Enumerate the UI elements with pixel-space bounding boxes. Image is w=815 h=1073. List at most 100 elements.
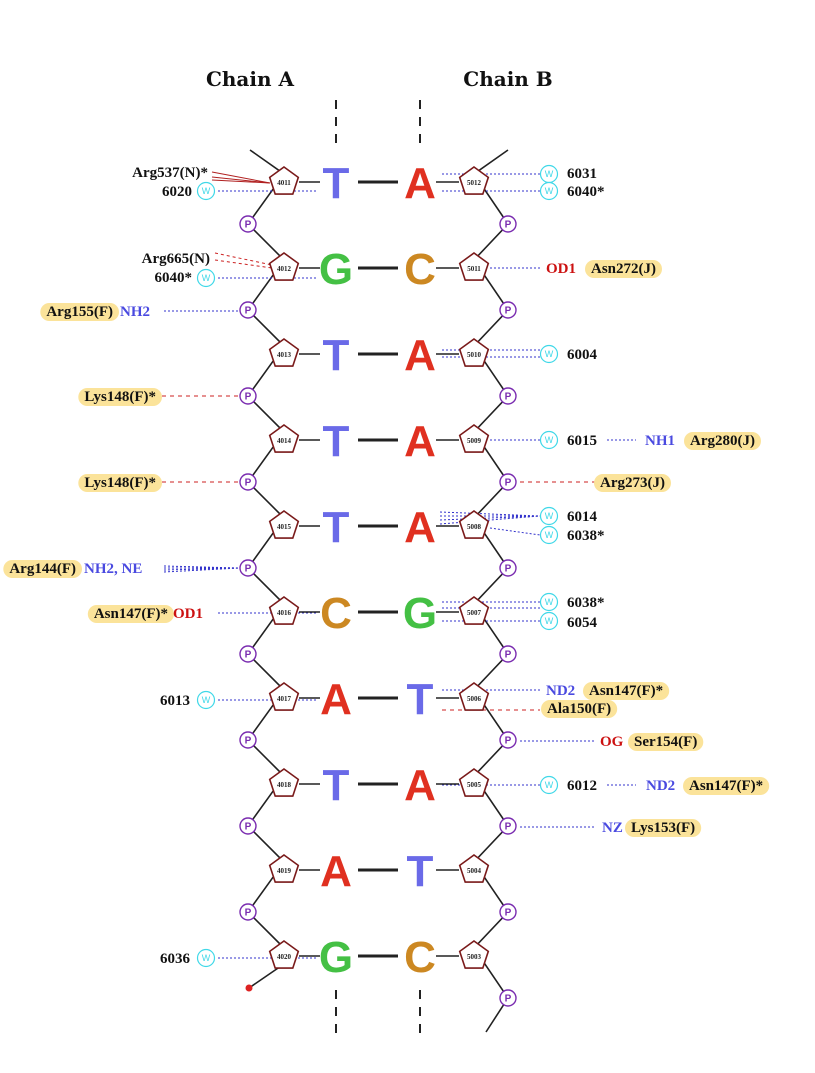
label-w6040b: 6040* xyxy=(567,184,605,200)
label-w6014: 6014 xyxy=(567,509,598,525)
phosphate-a-1 xyxy=(239,215,257,233)
phosphate-a-3-label: P xyxy=(245,392,252,403)
sugar-b-5012 xyxy=(458,166,490,195)
label-asn147b: Asn147(F)* xyxy=(589,683,663,699)
residue-highlight-lys148a xyxy=(78,388,162,406)
water-6040-b-label: W xyxy=(545,186,554,196)
base-a-T: T xyxy=(323,503,350,552)
sugar-b-number: 5006 xyxy=(467,695,482,703)
phosphate-b-2 xyxy=(499,301,517,319)
residue-highlight-arg155 xyxy=(40,303,119,321)
chain-b-backbone xyxy=(472,149,510,1033)
sugar-a-number: 4011 xyxy=(277,179,291,187)
phosphate-a-5-label: P xyxy=(245,564,252,575)
sugar-b-5003 xyxy=(458,940,490,969)
hbond-line-6014 xyxy=(439,511,541,517)
phosphate-a-9 xyxy=(239,903,257,921)
label-nh2: NH2 xyxy=(120,304,150,320)
phosphate-a-8 xyxy=(239,817,257,835)
base-b-T: T xyxy=(407,847,434,896)
water-6004 xyxy=(539,344,559,364)
residue-highlight-asn147a xyxy=(87,605,174,623)
sugar-a-number: 4013 xyxy=(277,351,292,359)
label-nd2a: ND2 xyxy=(546,683,575,699)
phosphate-a-7-label: P xyxy=(245,736,252,747)
water-6036-label: W xyxy=(202,953,211,963)
residue-highlight-asn272 xyxy=(585,260,662,278)
sugar-a-4014 xyxy=(268,424,300,453)
phosphate-a-1-label: P xyxy=(245,220,252,231)
label-w6020: 6020 xyxy=(162,184,192,200)
contact-line-arg665-b xyxy=(214,259,273,269)
label-w6012: 6012 xyxy=(567,778,597,794)
residue-highlight-lys148b xyxy=(78,474,162,492)
water-6012 xyxy=(539,775,559,795)
sugar-a-number: 4012 xyxy=(277,265,292,273)
hbond-line-6014 xyxy=(439,515,541,521)
sugar-a-4011 xyxy=(268,166,300,195)
label-arg280: Arg280(J) xyxy=(690,433,755,449)
sugar-a-number: 4014 xyxy=(277,437,292,445)
hbond-line-arg144 xyxy=(163,567,241,571)
label-ser154: Ser154(F) xyxy=(634,734,697,750)
base-a-T: T xyxy=(323,417,350,466)
base-a-C: C xyxy=(320,589,352,638)
water-6004-label: W xyxy=(545,349,554,359)
water-6040-b xyxy=(539,181,559,201)
phosphate-b-7-label: P xyxy=(505,736,512,747)
label-arg273: Arg273(J) xyxy=(600,475,665,491)
residue-highlight-arg144 xyxy=(3,560,82,578)
hbond-line-arg144 xyxy=(163,565,241,569)
sugar-b-5010 xyxy=(458,338,490,367)
water-6013 xyxy=(196,690,216,710)
label-arg144: Arg144(F) xyxy=(9,561,76,577)
label-arg537: Arg537(N)* xyxy=(132,165,208,181)
phosphate-b-3-label: P xyxy=(505,392,512,403)
phosphate-a-3 xyxy=(239,387,257,405)
label-ala150: Ala150(F) xyxy=(547,701,611,717)
sugar-b-number: 5010 xyxy=(467,351,482,359)
backbone-layer xyxy=(246,100,510,1040)
base-a-T: T xyxy=(323,761,350,810)
label-od1b: OD1 xyxy=(546,261,576,277)
sugar-b-5006 xyxy=(458,682,490,711)
water-6038-a xyxy=(539,525,559,545)
phosphate-a-8-label: P xyxy=(245,822,252,833)
base-b-C: C xyxy=(404,245,436,294)
residue-highlight-asn147c xyxy=(683,777,770,795)
base-a-A: A xyxy=(320,847,352,896)
residue-highlight-ala150 xyxy=(541,700,618,718)
phosphate-b-5 xyxy=(499,559,517,577)
residue-highlight-asn147b xyxy=(583,682,670,700)
label-arg665: Arg665(N) xyxy=(142,251,210,267)
hbond-line-6038-a xyxy=(489,527,541,536)
phosphate-b-1-label: P xyxy=(505,220,512,231)
label-w6031: 6031 xyxy=(567,166,597,182)
label-lys148a: Lys148(F)* xyxy=(84,389,156,405)
sugar-a-4012 xyxy=(268,252,300,281)
phosphate-b-3 xyxy=(499,387,517,405)
hbond-line-arg144 xyxy=(163,567,241,573)
label-lys148b: Lys148(F)* xyxy=(84,475,156,491)
sugar-a-4019 xyxy=(268,854,300,883)
base-b-A: A xyxy=(404,331,436,380)
contact-line-arg537 xyxy=(211,179,271,184)
sugar-a-4015 xyxy=(268,510,300,539)
label-w6004: 6004 xyxy=(567,347,598,363)
phosphate-b-2-label: P xyxy=(505,306,512,317)
water-6054 xyxy=(539,611,559,631)
interaction-lines-layer xyxy=(162,171,636,959)
phosphate-b-7 xyxy=(499,731,517,749)
label-nh1: NH1 xyxy=(645,433,675,449)
water-6036 xyxy=(196,948,216,968)
sugar-a-number: 4019 xyxy=(277,867,292,875)
chain-a-terminus-dot xyxy=(245,984,253,992)
sugar-b-number: 5011 xyxy=(467,265,481,273)
water-6040-a-label: W xyxy=(202,273,211,283)
sugar-b-number: 5003 xyxy=(467,953,482,961)
water-6038-a-label: W xyxy=(545,530,554,540)
water-6014 xyxy=(539,506,559,526)
